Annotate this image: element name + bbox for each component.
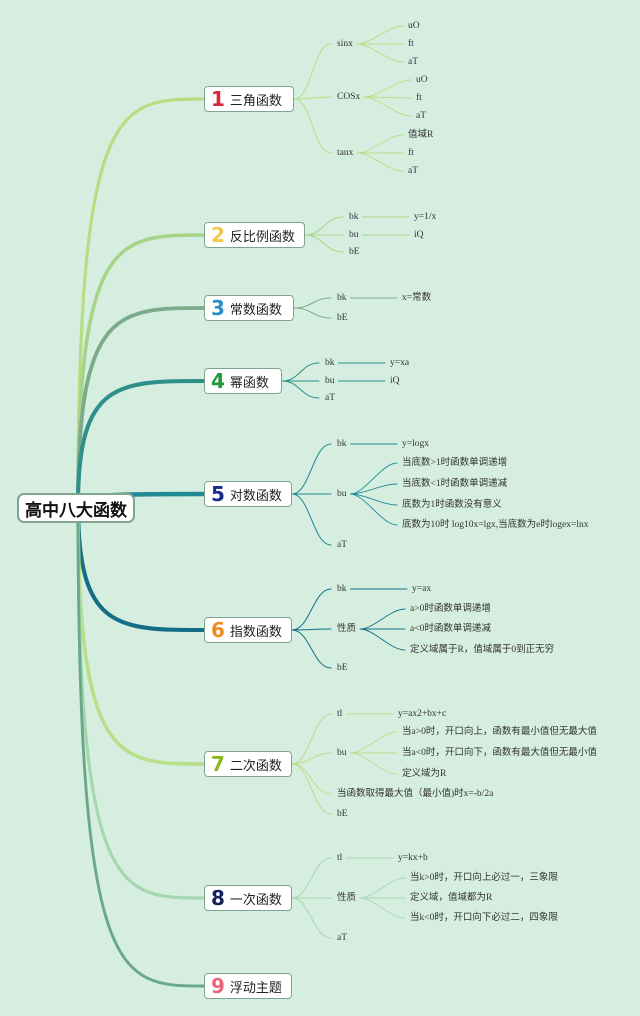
subtopic-label[interactable]: bu	[349, 230, 359, 240]
subtopic-label[interactable]: bE	[337, 809, 348, 819]
central-topic[interactable]: 高中八大函数	[17, 493, 135, 523]
topic-number: 3	[211, 296, 225, 320]
detail-label[interactable]: ft	[408, 148, 414, 158]
detail-label[interactable]: uO	[416, 75, 428, 85]
topic-number: 5	[211, 482, 225, 506]
subtopic-label[interactable]: bk	[337, 439, 347, 449]
topic-title: 反比例函数	[229, 229, 295, 245]
detail-label[interactable]: aT	[408, 57, 419, 67]
detail-label[interactable]: y=ax2+bx+c	[398, 709, 447, 719]
topic-number: 9	[211, 974, 225, 998]
topic-title: 二次函数	[229, 758, 282, 774]
detail-label[interactable]: iQ	[414, 230, 424, 240]
detail-label[interactable]: 定义域属于R，值域属于0到正无穷	[410, 645, 555, 655]
detail-label[interactable]: ft	[408, 39, 414, 49]
detail-label[interactable]: 当a>0时，开口向上，函数有最小值但无最大值	[402, 727, 597, 737]
detail-label[interactable]: 当a<0时，开口向下，函数有最大值但无最小值	[402, 748, 597, 758]
topic-number: 6	[211, 618, 225, 642]
detail-label[interactable]: y=ax	[412, 584, 432, 594]
branch-line-1	[76, 97, 206, 507]
branch-line-4	[75, 378, 207, 508]
subtopic-label[interactable]: bE	[337, 313, 348, 323]
subtopic-label[interactable]: bk	[325, 358, 335, 368]
subtopic-label[interactable]: 性质	[337, 624, 357, 634]
detail-label[interactable]: 当k>0时，开口向上必过一，三象限	[410, 873, 558, 883]
branch-line-3	[76, 306, 206, 507]
topic-title: 三角函数	[229, 93, 282, 109]
detail-label[interactable]: 底数为10时 log10x=lgx,当底数为e时logex=lnx	[402, 520, 589, 530]
detail-label[interactable]: 当底数>1时函数单调递增	[402, 458, 508, 468]
detail-label[interactable]: x=常数	[402, 293, 432, 303]
subtopic-label[interactable]: aT	[337, 540, 348, 550]
detail-label[interactable]: a<0时函数单调递减	[410, 624, 491, 634]
subtopic-label[interactable]: bu	[337, 748, 347, 758]
branch-line-6	[75, 502, 207, 633]
branch-line-7	[76, 503, 206, 766]
detail-label[interactable]: a>0时函数单调递增	[410, 604, 491, 614]
detail-label[interactable]: 定义域为R	[402, 769, 447, 779]
detail-label[interactable]: ft	[416, 93, 422, 103]
topic-title: 常数函数	[229, 302, 282, 318]
topic-number: 7	[211, 752, 225, 776]
subtopic-label[interactable]: tl	[337, 709, 343, 719]
topic-title: 指数函数	[229, 624, 282, 640]
subtopic-label[interactable]: aT	[325, 393, 336, 403]
branch-line-2	[76, 233, 206, 507]
topic-title: 浮动主题	[229, 980, 282, 996]
detail-label[interactable]: aT	[408, 166, 419, 176]
subtopic-label[interactable]: bk	[337, 293, 347, 303]
detail-label[interactable]: 当k<0时，开口向下必过二，四象限	[410, 913, 558, 923]
subtopic-label[interactable]: tl	[337, 853, 343, 863]
detail-label[interactable]: iQ	[390, 376, 400, 386]
subtopic-label[interactable]: aT	[337, 933, 348, 943]
topic-number: 8	[211, 886, 225, 910]
detail-label[interactable]: y=logx	[402, 439, 429, 449]
detail-label[interactable]: y=xa	[390, 358, 410, 368]
subtopic-label[interactable]: bu	[325, 376, 335, 386]
topic-title: 一次函数	[229, 892, 282, 908]
subtopic-label[interactable]: COSx	[337, 92, 361, 102]
topic-number: 1	[211, 87, 225, 111]
detail-label[interactable]: uO	[408, 21, 420, 31]
detail-label[interactable]: 当底数<1时函数单调递减	[402, 479, 508, 489]
subtopic-label[interactable]: sinx	[337, 39, 353, 49]
topic-title: 幂函数	[229, 375, 269, 391]
detail-label[interactable]: 值域R	[408, 130, 434, 140]
topic-number: 4	[211, 369, 225, 393]
subtopic-label[interactable]: bu	[337, 489, 347, 499]
subtopic-label[interactable]: 性质	[337, 893, 357, 903]
topic-number: 2	[211, 223, 225, 247]
branch-line-9	[76, 503, 206, 988]
subtopic-label[interactable]: bE	[337, 663, 348, 673]
detail-label[interactable]: y=1/x	[414, 212, 437, 222]
topic-title: 对数函数	[229, 488, 282, 504]
subtopic-label[interactable]: bk	[349, 212, 359, 222]
subtopic-label[interactable]: bE	[349, 247, 360, 257]
subtopic-label[interactable]: bk	[337, 584, 347, 594]
detail-label[interactable]: y=kx+b	[398, 853, 428, 863]
subtopic-label[interactable]: 当函数取得最大值（最小值)时x=-b/2a	[337, 789, 494, 799]
detail-label[interactable]: aT	[416, 111, 427, 121]
detail-label[interactable]: 底数为1时函数没有意义	[402, 500, 502, 510]
detail-label[interactable]: 定义域，值域都为R	[410, 893, 493, 903]
subtopic-label[interactable]: tanx	[337, 148, 354, 158]
